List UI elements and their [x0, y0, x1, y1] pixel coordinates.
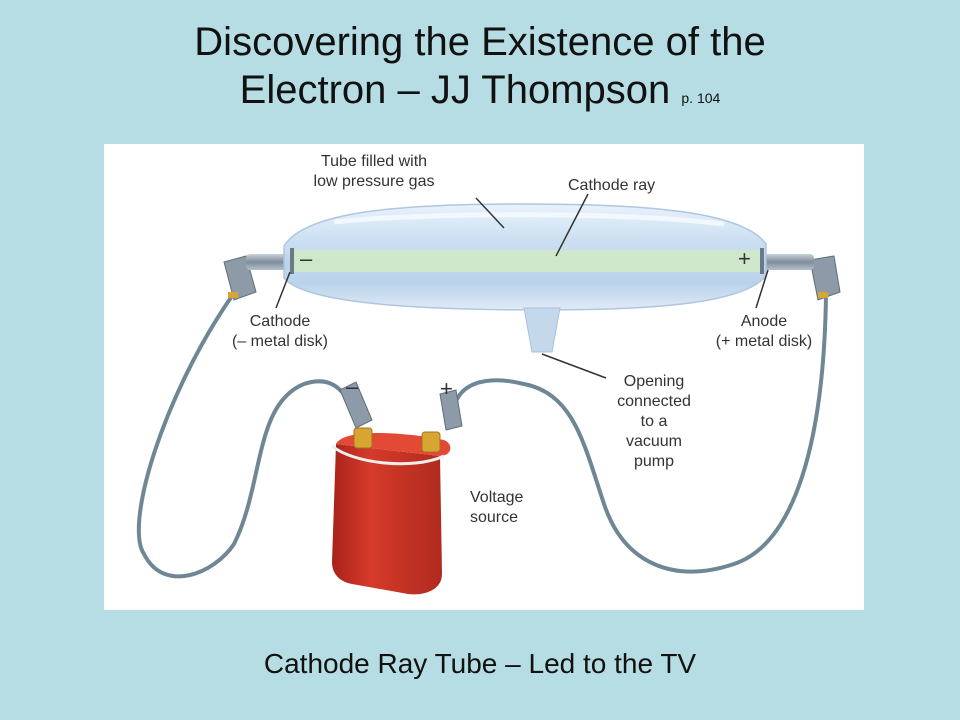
anode-rod	[764, 254, 814, 270]
voltage-source-label: Voltage source	[470, 489, 524, 526]
cathode-ray-label: Cathode ray	[568, 177, 656, 194]
title-line-1: Discovering the Existence of the	[194, 20, 766, 64]
battery-body	[332, 444, 442, 595]
opening-leader	[541, 353, 607, 379]
diagram-drawing	[136, 193, 841, 595]
wires	[136, 292, 828, 579]
page-reference: p. 104	[681, 90, 721, 106]
battery-plus-terminal	[421, 431, 441, 453]
cathode-ray-tube-diagram: Tube filled with low pressure gas Cathod…	[104, 144, 864, 610]
tube-leader	[475, 197, 505, 229]
wire-connectors	[223, 255, 841, 431]
battery-rim	[331, 444, 445, 466]
tube-plus-sign: +	[738, 246, 751, 271]
cathode-ray-leader	[555, 193, 589, 257]
battery-minus-sign: –	[346, 374, 359, 399]
battery	[331, 427, 451, 595]
anode-label: Anode (+ metal disk)	[715, 313, 813, 350]
tube-highlight	[333, 212, 725, 227]
battery-plus-wire	[452, 292, 828, 574]
cathode-leader	[275, 271, 291, 309]
slide-title: Discovering the Existence of the Electro…	[0, 18, 960, 122]
title-line-2-text: Electron – JJ Thompson	[239, 68, 671, 112]
opening-label: Opening connected to a vacuum pump	[617, 373, 691, 470]
battery-plus-connector	[439, 389, 463, 431]
left-connector-ring	[228, 292, 238, 298]
anode-disk	[760, 248, 764, 274]
cathode-rod	[246, 254, 292, 270]
cathode-disk	[290, 248, 294, 274]
cathode-label: Cathode (– metal disk)	[231, 313, 329, 350]
title-line-2: Electron – JJ Thompson p. 104	[0, 66, 960, 122]
anode-leader	[755, 269, 769, 309]
leader-lines	[275, 193, 769, 379]
battery-minus-terminal	[353, 427, 373, 449]
right-connector	[809, 255, 841, 301]
tube-minus-sign: –	[300, 246, 313, 271]
vacuum-opening	[523, 307, 561, 353]
battery-minus-connector	[339, 381, 373, 429]
tube-label: Tube filled with low pressure gas	[313, 153, 435, 190]
cathode-ray-band	[290, 250, 764, 272]
right-connector-ring	[818, 292, 828, 298]
slide-caption: Cathode Ray Tube – Led to the TV	[263, 648, 697, 679]
left-outer-wire	[136, 294, 354, 579]
battery-plus-sign: +	[440, 376, 453, 401]
